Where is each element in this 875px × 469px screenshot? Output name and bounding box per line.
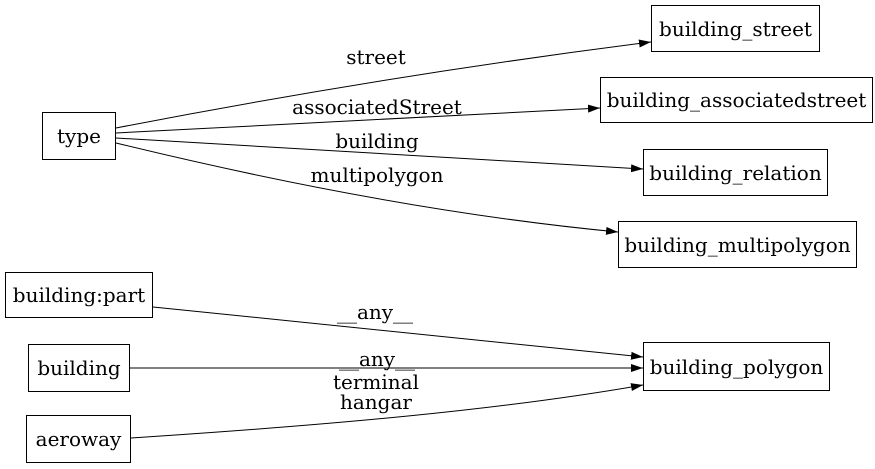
edge-label-any-building: __any__ bbox=[338, 347, 416, 371]
edge-aeroway-building-polygon bbox=[130, 383, 644, 439]
node-type: type bbox=[42, 112, 116, 160]
node-building-polygon: building_polygon bbox=[643, 342, 830, 391]
edge-label-terminal-hangar: terminal hangar bbox=[333, 370, 419, 414]
edge-type-building-associatedstreet bbox=[115, 104, 601, 134]
edge-buildingpart-building-polygon bbox=[152, 306, 644, 360]
node-building-part: building:part bbox=[5, 272, 153, 318]
edge-label-any-buildingpart: __any__ bbox=[336, 300, 414, 324]
node-building-multipolygon: building_multipolygon bbox=[618, 221, 857, 268]
edge-label-building: building bbox=[335, 129, 419, 153]
edge-label-multipolygon: multipolygon bbox=[310, 163, 444, 187]
node-building-associatedstreet: building_associatedstreet bbox=[600, 77, 873, 123]
edge-type-building-relation bbox=[115, 137, 644, 173]
node-aeroway: aeroway bbox=[26, 415, 131, 463]
edge-type-building-multipolygon bbox=[115, 142, 619, 235]
node-building: building bbox=[28, 344, 130, 392]
edge-label-associatedstreet: associatedStreet bbox=[292, 95, 462, 119]
edge-type-building-street bbox=[115, 39, 652, 129]
edge-label-street: street bbox=[346, 45, 406, 69]
node-building-relation: building_relation bbox=[643, 149, 828, 196]
node-building-street: building_street bbox=[651, 5, 820, 52]
